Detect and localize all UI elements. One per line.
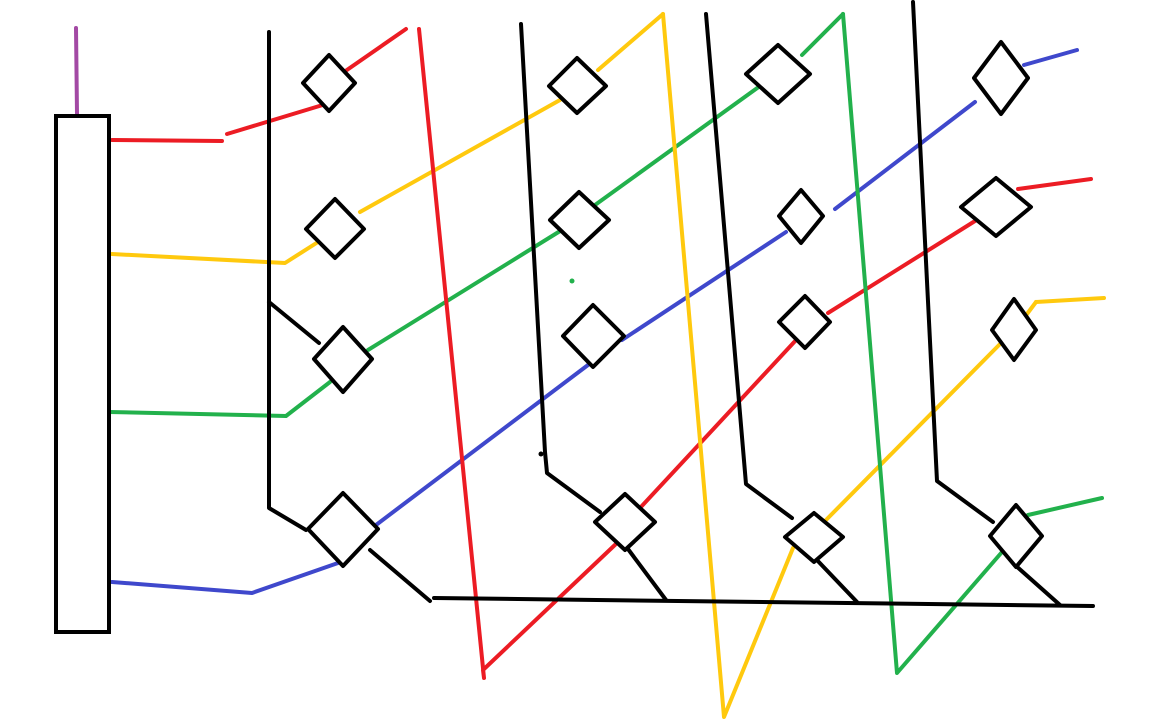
- wire-zigzag-green: [841, 12, 1004, 675]
- switch-node-c3-r3: [777, 294, 832, 350]
- wire-output-green: [1026, 496, 1104, 517]
- wire-cross-red-2: [638, 337, 799, 510]
- wire-cross-green-out: [800, 12, 845, 57]
- switch-node-c4-r4: [988, 503, 1044, 569]
- wire-zigzag-red: [417, 27, 620, 680]
- wire-input-red-out: [342, 27, 408, 74]
- switch-node-c3-r4: [783, 511, 845, 564]
- wire-cross-green-2: [593, 84, 762, 207]
- switch-node-c2-r4: [593, 492, 657, 552]
- wire-group: [74, 12, 1106, 719]
- switch-node-c1-r3: [312, 325, 374, 394]
- switch-node-c1-r4: [306, 491, 380, 568]
- wire-cross-yellow-2: [824, 340, 1004, 522]
- wire-input-yellow: [110, 240, 320, 265]
- switch-node-c2-r1: [547, 56, 608, 115]
- stray-dot-green: [569, 278, 575, 284]
- wire-cross-blue: [370, 363, 590, 530]
- wire-cross-blue-2: [620, 230, 788, 342]
- switch-node-c3-r1: [744, 43, 812, 105]
- switch-node-c1-r2: [304, 197, 366, 260]
- column-2-line: [519, 22, 602, 514]
- column-1-branch: [267, 300, 321, 345]
- column-4-line: [911, 0, 995, 524]
- column-3-line: [704, 12, 794, 520]
- source-block: [54, 114, 111, 634]
- stray-dot-black: [538, 451, 544, 457]
- switch-node-c4-r2: [959, 176, 1033, 238]
- bottom-bus-line: [432, 596, 1095, 608]
- switch-node-c2-r3: [561, 303, 626, 369]
- wire-input-red: [110, 138, 224, 143]
- column-1-tail: [368, 548, 432, 603]
- wire-cross-red-3: [826, 214, 985, 315]
- wire-zigzag-yellow: [661, 12, 795, 719]
- switch-node-c1-r1: [301, 53, 357, 113]
- switch-node-c2-r2: [548, 190, 611, 250]
- switch-node-c4-r1: [972, 40, 1030, 116]
- frame-lines: [267, 0, 1095, 608]
- column-4-tail: [1013, 563, 1062, 607]
- wire-input-blue: [110, 561, 340, 595]
- column-1-line: [267, 30, 308, 532]
- column-3-tail: [813, 556, 859, 604]
- wire-output-blue: [1022, 48, 1079, 67]
- wire-output-yellow: [1034, 296, 1106, 304]
- column-2-tail: [623, 543, 668, 602]
- wire-cross-yellow-out: [596, 12, 665, 72]
- wire-output-red: [1016, 177, 1093, 191]
- wire-input-green: [107, 380, 332, 418]
- switch-node-c3-r2: [777, 188, 825, 245]
- switch-node-c4-r3: [990, 297, 1038, 362]
- switch-nodes: [301, 40, 1044, 569]
- wire-power-purple: [74, 26, 79, 116]
- wire-input-red-up: [225, 102, 328, 136]
